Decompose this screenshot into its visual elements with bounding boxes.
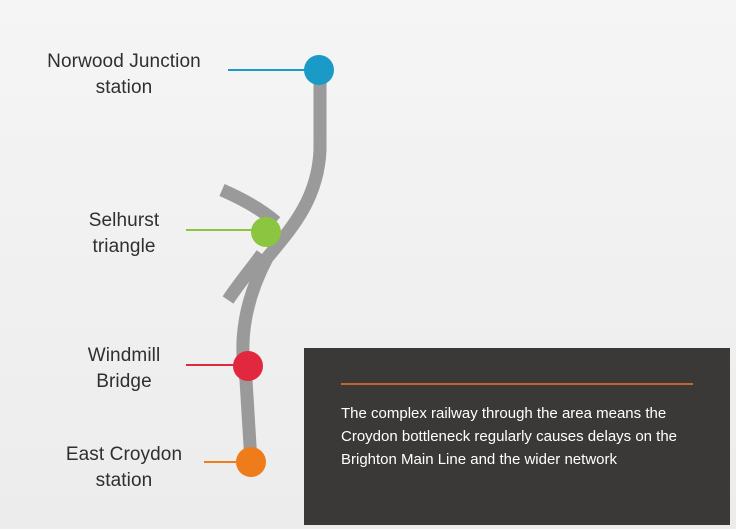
- selhurst-triangle-label-line1: Selhurst: [88, 210, 160, 231]
- norwood-junction-label-line2: station: [95, 77, 153, 98]
- selhurst-triangle-label: Selhurst triangle: [72, 208, 176, 260]
- windmill-bridge-label-line1: Windmill: [87, 345, 161, 366]
- east-croydon-label: East Croydon station: [58, 442, 190, 494]
- norwood-junction-label: Norwood Junction station: [36, 49, 212, 101]
- windmill-bridge-label-line2: Bridge: [96, 371, 152, 392]
- info-text: The complex railway through the area mea…: [341, 405, 678, 468]
- info-divider: [341, 383, 693, 385]
- east-croydon-label-line2: station: [95, 470, 153, 491]
- east-croydon-marker: [236, 447, 266, 477]
- norwood-junction-label-line1: Norwood Junction: [47, 51, 201, 72]
- norwood-junction-marker: [304, 55, 334, 85]
- windmill-bridge-marker: [233, 351, 263, 381]
- selhurst-triangle-label-line2: triangle: [92, 236, 156, 257]
- east-croydon-label-line1: East Croydon: [65, 444, 183, 465]
- info-panel: The complex railway through the area mea…: [304, 348, 730, 525]
- branch-lower-track: [222, 250, 268, 304]
- windmill-bridge-label: Windmill Bridge: [72, 343, 176, 395]
- selhurst-triangle-marker: [251, 217, 281, 247]
